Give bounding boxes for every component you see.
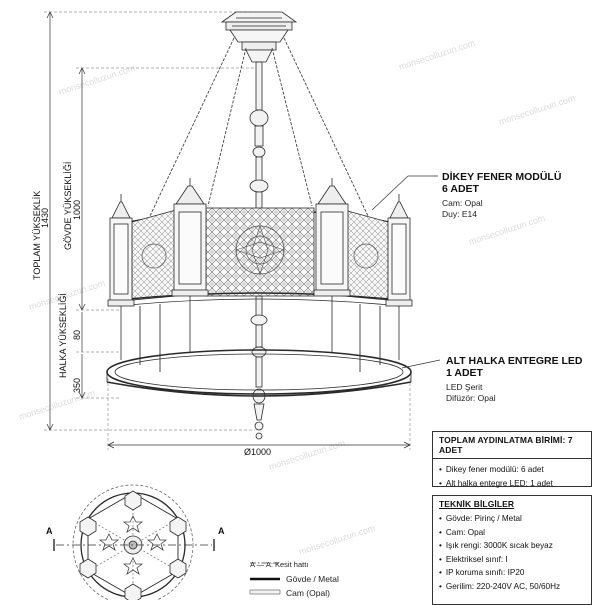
list-item: •Alt halka entegre LED: 1 adet [439, 477, 585, 491]
module-callout-count: 6 ADET [442, 183, 480, 195]
diameter-value: Ø1000 [244, 447, 271, 457]
list-item: •Işık rengi: 3000K sıcak beyaz [439, 539, 585, 553]
bullet-dot-icon: • [439, 527, 442, 537]
rods [139, 304, 381, 372]
bullet-dot-icon: • [439, 478, 442, 488]
list-item: •Elektriksel sınıf: I [439, 553, 585, 567]
plan-view [53, 484, 215, 600]
section-marker-right: A [218, 526, 225, 536]
chains [149, 37, 369, 217]
ring-callout-title: ALT HALKA ENTEGRE LED [446, 355, 583, 367]
technical-info-box: TEKNİK BİLGİLER •Gövde: Pirinç / Metal •… [432, 495, 592, 605]
total-height-value: 1430 [40, 208, 50, 228]
bullet-dot-icon: • [439, 514, 442, 523]
canopy [220, 11, 298, 63]
legend-body-metal: Gövde / Metal [286, 574, 339, 584]
dimension-lines [44, 11, 411, 450]
total-height-label: TOPLAM YÜKSEKLİK [32, 191, 42, 280]
legend: A — A: Kesit hattı Gövde / Metal Cam (Op… [249, 560, 339, 598]
list-item: •IP koruma sınıfı: IP20 [439, 566, 585, 580]
list-item: •Gövde: Pirinç / Metal [439, 512, 585, 526]
watermark: monsecolluzun.com [498, 93, 577, 127]
bullet-dot-icon: • [439, 541, 442, 550]
lighting-units-title: TOPLAM AYDINLATMA BİRİMİ: 7 ADET [433, 432, 591, 459]
plan-inner-stars [98, 515, 168, 575]
ring-callout-count: 1 ADET [446, 367, 484, 379]
lighting-units-list: •Dikey fener modülü: 6 adet •Alt halka e… [433, 459, 591, 492]
technical-info-title: TEKNİK BİLGİLER [439, 499, 515, 509]
legend-section-line: A — A: Kesit hattı [250, 560, 308, 569]
body-height-label: GÖVDE YÜKSEKLİĞİ [63, 162, 73, 250]
chandelier-elevation [106, 11, 413, 440]
body-height-value: 1000 [72, 200, 82, 220]
legend-glass-opal: Cam (Opal) [286, 588, 330, 598]
bullet-dot-icon: • [439, 568, 442, 577]
led-ring [106, 349, 412, 397]
module-callout-socket: Duy: E14 [442, 209, 477, 219]
module-callout-title: DİKEY FENER MODÜLÜ [442, 170, 561, 183]
list-item: •Cam: Opal [439, 526, 585, 540]
ring-drop-value: 350 [72, 378, 82, 393]
central-stem [249, 61, 269, 440]
section-marker-left: A [46, 526, 53, 536]
bullet-dot-icon: • [439, 465, 442, 474]
plan-lantern-hex [79, 490, 187, 600]
watermark: monsecolluzun.com [298, 523, 377, 557]
watermark: monsecolluzun.com [268, 438, 347, 472]
list-item: •Gerilim: 220-240V AC, 50/60Hz [439, 580, 585, 594]
callout-leaders [371, 175, 441, 369]
technical-info-list: •Gövde: Pirinç / Metal •Cam: Opal •Işık … [433, 512, 591, 595]
ring-height-label: HALKA YÜKSEKLİĞİ [58, 293, 68, 378]
watermark: monsecolluzun.com [468, 213, 547, 247]
lantern-module [313, 178, 351, 352]
lattice-panels [131, 207, 389, 301]
lighting-units-box: TOPLAM AYDINLATMA BİRİMİ: 7 ADET •Dikey … [432, 431, 592, 488]
lantern-module [171, 178, 209, 352]
ring-callout-diffuser: Difüzör: Opal [446, 393, 496, 403]
lantern-module [107, 194, 135, 360]
bullet-dot-icon: • [439, 581, 442, 591]
bullet-dot-icon: • [439, 554, 442, 564]
ring-callout-led: LED Şerit [446, 382, 483, 392]
module-callout-glass: Cam: Opal [442, 198, 483, 208]
lantern-module [385, 194, 413, 360]
watermark: monsecolluzun.com [398, 38, 477, 72]
ring-height-value: 80 [72, 330, 82, 340]
list-item: •Dikey fener modülü: 6 adet [439, 463, 585, 477]
